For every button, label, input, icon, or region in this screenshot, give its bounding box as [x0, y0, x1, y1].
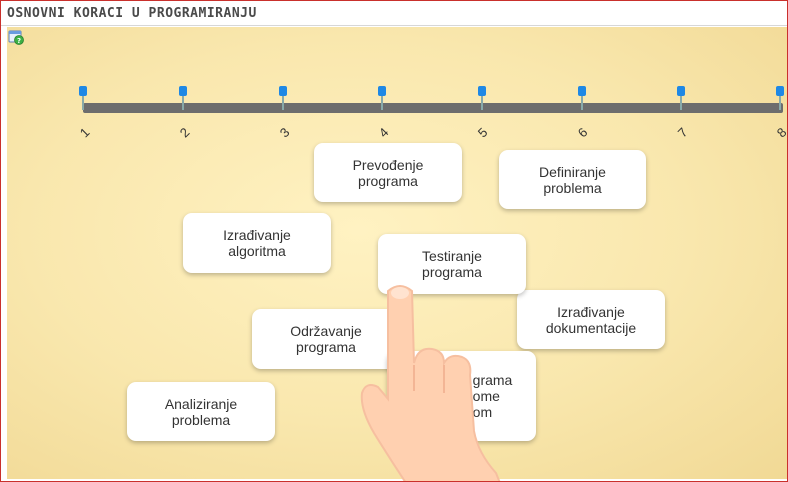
card-testiranje-programa[interactable]: Testiranje programa: [378, 234, 526, 294]
svg-text:?: ?: [17, 37, 21, 45]
card-line: Prevođenje: [352, 156, 424, 173]
timeline-marker-7: [677, 86, 685, 110]
card-line: problema: [171, 411, 231, 428]
card-line: Analiziranje: [164, 395, 238, 412]
timeline-bar: [83, 103, 783, 113]
card-line: problema: [543, 179, 602, 196]
card-odrzavanje-programa[interactable]: Održavanje programa: [252, 309, 400, 369]
timeline-marker-8: [776, 86, 784, 110]
card-analiziranje-problema[interactable]: Analiziranje problema: [127, 382, 275, 441]
card-line: grama: [472, 372, 513, 388]
help-question-icon[interactable]: ?: [8, 29, 24, 45]
pointing-hand-icon: [360, 285, 501, 481]
card-line: dokumentacije: [545, 319, 637, 336]
timeline-marker-2: [179, 86, 187, 110]
card-line: Izrađivanje: [557, 303, 625, 320]
timeline-marker-1: [79, 86, 87, 110]
card-izradivanje-algoritma[interactable]: Izrađivanje algoritma: [183, 213, 331, 273]
card-line: algoritma: [228, 243, 286, 259]
title-bar: OSNOVNI KORACI U PROGRAMIRANJU: [1, 1, 787, 26]
card-line: ome: [472, 388, 500, 404]
timeline-marker-3: [279, 86, 287, 110]
card-line: Izrađivanje: [223, 227, 291, 243]
card-line: programa: [422, 264, 482, 280]
card-line: Definiranje: [539, 163, 606, 180]
card-prevodenje-programa[interactable]: Prevođenje programa: [314, 143, 462, 202]
timeline-marker-5: [478, 86, 486, 110]
timeline-marker-6: [578, 86, 586, 110]
card-definiranje-problema[interactable]: Definiranje problema: [499, 150, 646, 209]
card-izradivanje-dokumentacije[interactable]: Izrađivanje dokumentacije: [517, 290, 665, 349]
card-line: programa: [296, 339, 356, 355]
page-title: OSNOVNI KORACI U PROGRAMIRANJU: [7, 6, 257, 21]
timeline-marker-4: [378, 86, 386, 110]
card-line: Testiranje: [422, 248, 482, 264]
card-line: om: [472, 404, 493, 420]
card-line: Održavanje: [290, 323, 362, 339]
card-line: programa: [358, 172, 418, 189]
